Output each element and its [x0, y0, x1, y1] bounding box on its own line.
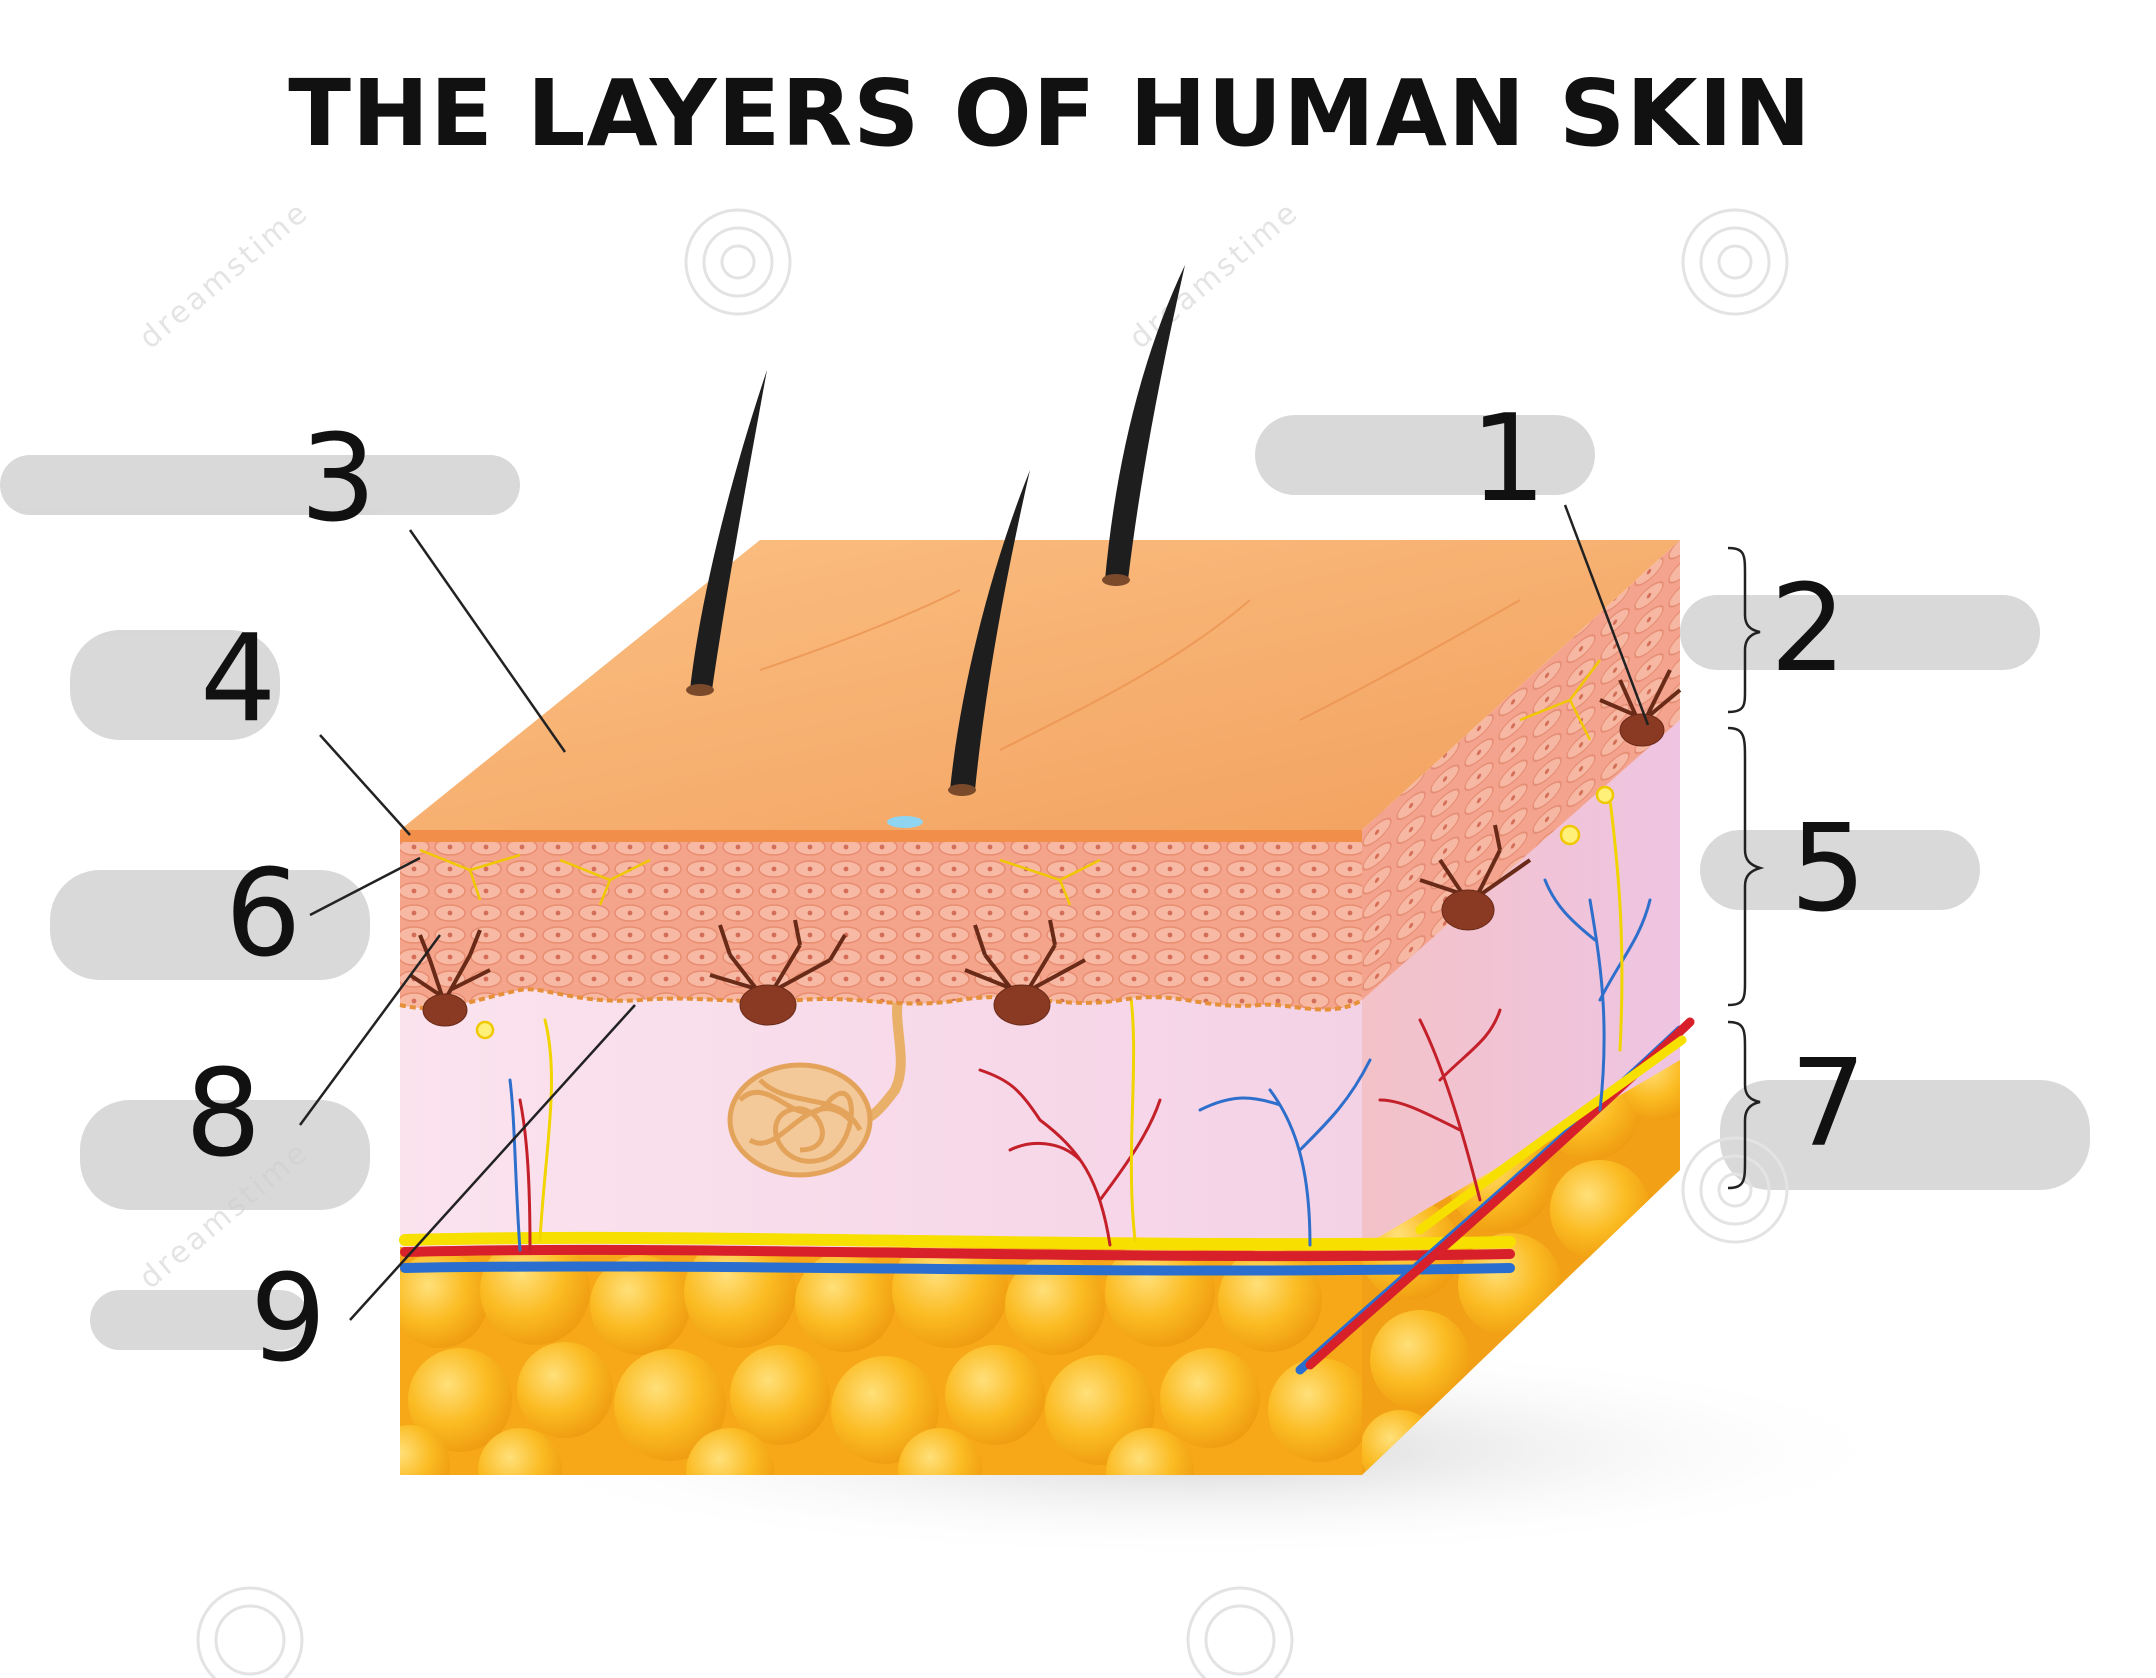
label-5: 5 [1790, 800, 1866, 939]
epidermis-side [1362, 540, 1680, 1000]
label-1: 1 [1470, 390, 1546, 529]
dermis-front [400, 985, 1362, 1247]
melanocytes [408, 669, 1682, 1027]
label-7: 7 [1790, 1035, 1866, 1174]
nerve-endings [419, 659, 1615, 1040]
hairs [686, 265, 1185, 796]
basement-membrane [399, 987, 1364, 1012]
epidermis-front [400, 830, 1362, 1010]
dermis-side [1362, 720, 1680, 1247]
label-3: 3 [300, 410, 376, 549]
label-2: 2 [1770, 560, 1846, 699]
watermark-text: dreamstime [133, 194, 317, 356]
label-6: 6 [225, 845, 301, 984]
label-8: 8 [185, 1045, 261, 1184]
label-4: 4 [200, 610, 276, 749]
leader-lines [298, 504, 1765, 1321]
watermark-text: dreamstime [1123, 194, 1307, 356]
blood-vessels [399, 798, 1695, 1375]
page-title: THE LAYERS OF HUMAN SKIN [288, 60, 1812, 167]
skin-creases [759, 589, 1521, 751]
label-9: 9 [250, 1250, 326, 1389]
label-smudges [0, 415, 2090, 1350]
sweat-pore [887, 816, 923, 828]
